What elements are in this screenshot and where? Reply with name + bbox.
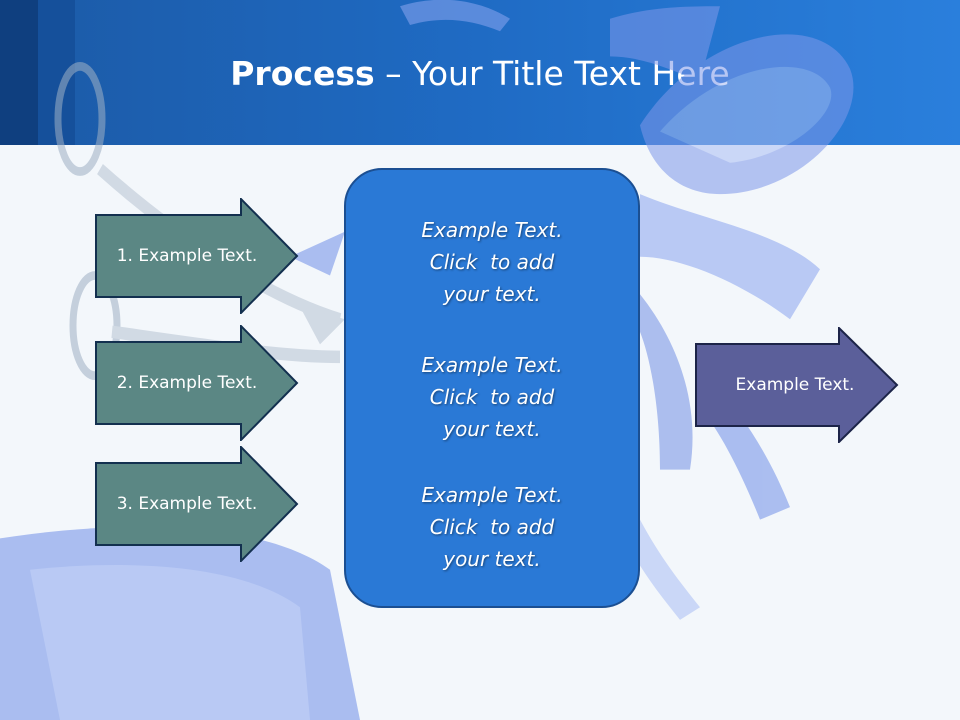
header-stripe-dark bbox=[0, 0, 38, 145]
input-arrow-2[interactable]: 2. Example Text. bbox=[95, 325, 299, 441]
arrow-shape bbox=[95, 325, 299, 441]
paragraph-line: Example Text. bbox=[421, 353, 563, 377]
output-arrow-label: Example Text. bbox=[735, 375, 855, 395]
process-paragraph-3: Example Text. Click to add your text. bbox=[346, 479, 638, 575]
arrow-shape bbox=[95, 446, 299, 562]
output-arrow[interactable]: Example Text. bbox=[695, 327, 899, 443]
paragraph-line: Click to add bbox=[429, 385, 555, 409]
paragraph-line: Example Text. bbox=[421, 483, 563, 507]
input-arrow-3[interactable]: 3. Example Text. bbox=[95, 446, 299, 562]
paragraph-line: your text. bbox=[443, 547, 541, 571]
process-paragraph-2: Example Text. Click to add your text. bbox=[346, 349, 638, 445]
input-arrow-label: 2. Example Text. bbox=[116, 373, 258, 393]
paragraph-line: your text. bbox=[443, 282, 541, 306]
arrow-shape bbox=[95, 198, 299, 314]
paragraph-line: Click to add bbox=[429, 515, 555, 539]
title-bold: Process bbox=[230, 54, 375, 93]
process-paragraph-1: Example Text. Click to add your text. bbox=[346, 214, 638, 310]
paragraph-line: your text. bbox=[443, 417, 541, 441]
process-box[interactable]: Example Text. Click to add your text. Ex… bbox=[344, 168, 640, 608]
input-arrow-label: 3. Example Text. bbox=[116, 494, 258, 514]
paragraph-line: Click to add bbox=[429, 250, 555, 274]
paragraph-line: Example Text. bbox=[421, 218, 563, 242]
input-arrow-label: 1. Example Text. bbox=[116, 246, 258, 266]
input-arrow-1[interactable]: 1. Example Text. bbox=[95, 198, 299, 314]
arrow-shape bbox=[695, 327, 899, 443]
